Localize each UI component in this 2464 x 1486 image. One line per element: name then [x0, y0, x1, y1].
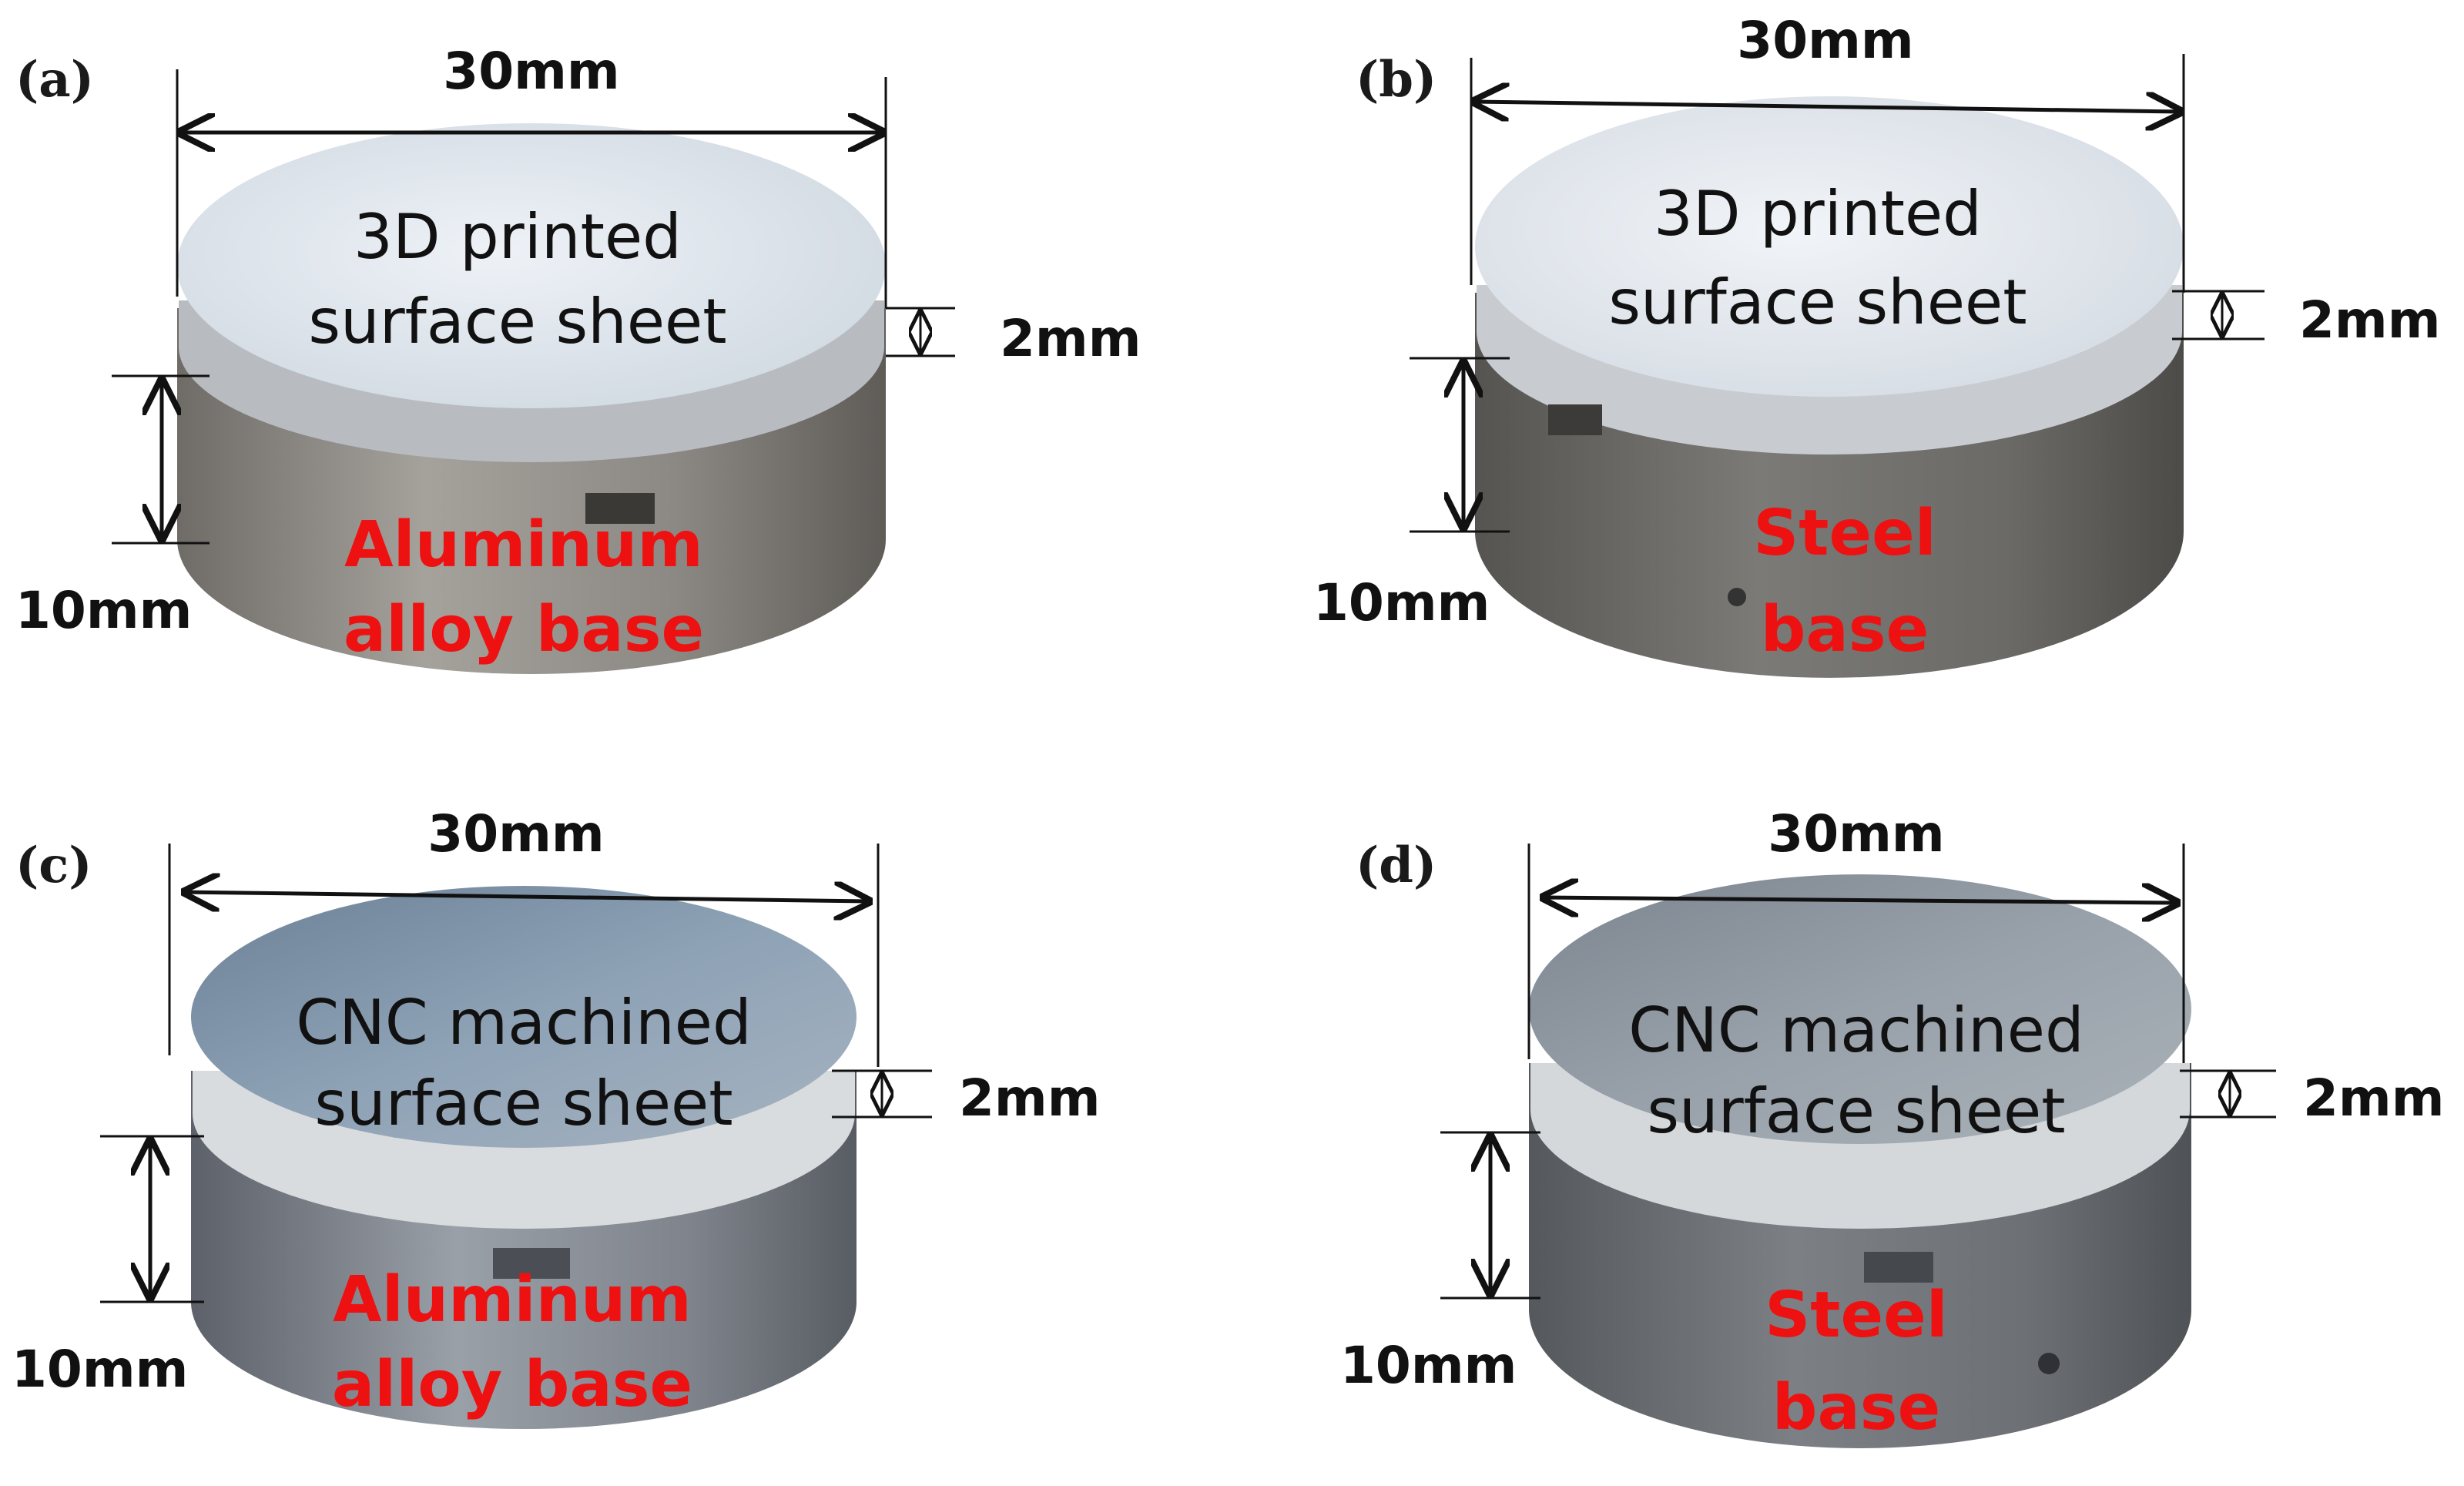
top-text-line1-b: 3D printed — [1654, 178, 1982, 250]
panel-label-c: (c) — [15, 837, 92, 894]
base-text-line2-d: base — [1772, 1371, 1940, 1444]
diameter-label-d: 30mm — [1768, 804, 1944, 864]
base-text-line1-c: Aluminum — [333, 1263, 692, 1337]
panel-b: (b) 30mm 2mm 10mm 3D printed surface she… — [1313, 11, 2440, 678]
top-text-line2-a: surface sheet — [308, 286, 726, 357]
diameter-label-b: 30mm — [1737, 11, 1913, 70]
base-text-line1-d: Steel — [1765, 1279, 1948, 1352]
base-height-label-d: 10mm — [1340, 1336, 1517, 1395]
specimen-photo-d — [1529, 874, 2191, 1448]
base-height-label-c: 10mm — [12, 1340, 188, 1399]
panel-label-d: (d) — [1356, 837, 1436, 894]
base-text-line1-b: Steel — [1753, 497, 1936, 570]
specimen-photo-c — [191, 886, 857, 1429]
diameter-arrow-c — [185, 892, 869, 901]
base-height-label-a: 10mm — [15, 581, 192, 640]
panel-label-b: (b) — [1356, 51, 1436, 109]
top-text-line1-a: 3D printed — [354, 201, 682, 273]
sheet-thickness-label-d: 2mm — [2303, 1068, 2444, 1128]
diameter-arrow-b — [1474, 102, 2181, 112]
top-text-line1-c: CNC machined — [296, 987, 752, 1058]
base-text-line1-a: Aluminum — [344, 508, 703, 582]
base-text-line2-a: alloy base — [344, 593, 704, 666]
panel-label-a: (a) — [15, 51, 94, 109]
panel-c: (c) 30mm 2mm 10mm CNC machined surface s… — [12, 804, 1100, 1429]
sheet-thickness-label-b: 2mm — [2299, 290, 2440, 350]
panel-a: (a) 30mm 2mm 10mm 3D printed surface she… — [15, 42, 1141, 674]
base-text-line2-c: alloy base — [332, 1348, 692, 1421]
diameter-arrow-d — [1544, 897, 2177, 903]
base-text-line2-b: base — [1761, 593, 1929, 666]
specimen-photo-a — [177, 123, 886, 674]
top-text-line2-b: surface sheet — [1608, 267, 2027, 338]
top-text-line2-c: surface sheet — [314, 1068, 732, 1139]
top-text-line2-d: surface sheet — [1647, 1075, 2065, 1147]
base-height-label-b: 10mm — [1313, 573, 1490, 632]
top-text-line1-d: CNC machined — [1628, 995, 2084, 1066]
panel-d: (d) 30mm 2mm 10mm CNC machined surface s… — [1340, 804, 2444, 1448]
specimen-photo-b — [1475, 96, 2184, 678]
diameter-label-c: 30mm — [427, 804, 604, 864]
sheet-thickness-label-a: 2mm — [1000, 309, 1141, 368]
diameter-label-a: 30mm — [443, 42, 619, 101]
sheet-thickness-label-c: 2mm — [959, 1068, 1100, 1128]
